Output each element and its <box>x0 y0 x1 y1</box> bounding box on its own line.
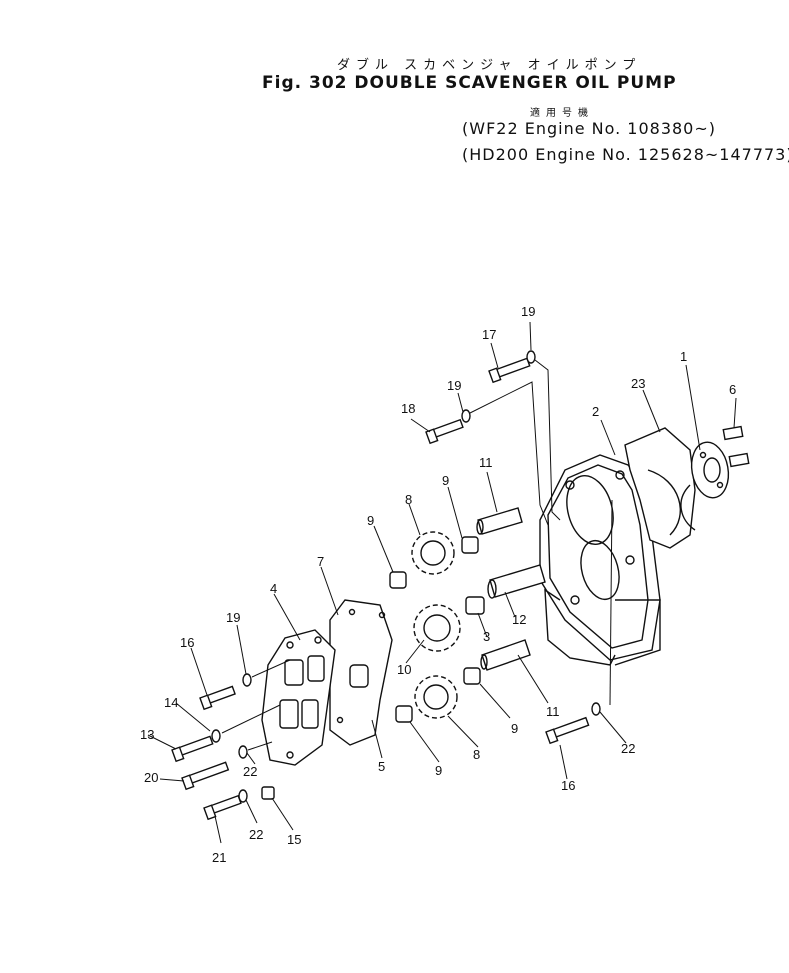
plug-15 <box>261 786 275 800</box>
callout-12: 12 <box>512 612 526 627</box>
shafts <box>476 507 546 671</box>
bushings <box>389 536 485 723</box>
callout-4: 4 <box>270 581 277 596</box>
callout-22-b: 22 <box>249 827 263 842</box>
callout-17: 17 <box>482 327 496 342</box>
gasket-7 <box>329 599 393 746</box>
callout-9-d: 9 <box>435 763 442 778</box>
callout-9-b: 9 <box>442 473 449 488</box>
callout-6: 6 <box>729 382 736 397</box>
applicability-hd200: (HD200 Engine No. 125628~147773) <box>462 145 789 164</box>
callout-11-upper: 11 <box>479 455 493 470</box>
bolt-18 <box>425 418 464 445</box>
callout-13: 13 <box>140 727 154 742</box>
callout-22-c: 22 <box>621 741 635 756</box>
applicable-label: 適用号機 <box>530 108 594 119</box>
callout-7: 7 <box>317 554 324 569</box>
dowel-pins-6 <box>722 425 750 468</box>
callout-19-b: 19 <box>447 378 461 393</box>
callout-19-c: 19 <box>226 610 240 625</box>
callout-14: 14 <box>164 695 178 710</box>
callout-16-upper: 16 <box>180 635 194 650</box>
callout-15: 15 <box>287 832 301 847</box>
applicability-wf22: (WF22 Engine No. 108380~) <box>462 119 717 138</box>
cover-plate-4 <box>261 629 336 766</box>
cover-1 <box>680 441 730 531</box>
callout-5: 5 <box>378 759 385 774</box>
title-kana: ダブル スカベンジャ オイルポンプ <box>337 58 642 73</box>
callout-1: 1 <box>680 349 687 364</box>
leader-lines <box>147 321 737 844</box>
bolt-16-lower <box>545 716 590 745</box>
callout-11-lower: 11 <box>546 704 560 719</box>
callout-9-c: 9 <box>511 721 518 736</box>
alignment-lines <box>221 359 613 751</box>
bolts <box>171 357 590 821</box>
callout-19-a: 19 <box>521 304 535 319</box>
callout-18: 18 <box>401 401 415 416</box>
callout-23: 23 <box>631 376 645 391</box>
callout-9-a: 9 <box>367 513 374 528</box>
bolt-13 <box>171 735 214 763</box>
callout-8-lower: 8 <box>473 747 480 762</box>
figure-title: Fig. 302 DOUBLE SCAVENGER OIL PUMP <box>262 73 677 93</box>
gears <box>411 531 461 719</box>
callout-16-lower: 16 <box>561 778 575 793</box>
washers <box>211 350 601 803</box>
gasket-23 <box>624 427 696 549</box>
callout-22-a: 22 <box>243 764 257 779</box>
callout-20: 20 <box>144 770 158 785</box>
callout-8-upper: 8 <box>405 492 412 507</box>
callout-10: 10 <box>397 662 411 677</box>
callout-3: 3 <box>483 629 490 644</box>
bolt-16-upper <box>199 685 236 711</box>
callout-labels: 1 2 3 4 5 6 7 8 8 9 9 9 9 10 11 11 12 13… <box>140 304 736 865</box>
bolt-20 <box>181 761 230 791</box>
callout-21: 21 <box>212 850 226 865</box>
pump-body <box>539 454 661 666</box>
bolt-17 <box>488 357 531 384</box>
bolt-21 <box>203 794 242 821</box>
callout-2: 2 <box>592 404 599 419</box>
